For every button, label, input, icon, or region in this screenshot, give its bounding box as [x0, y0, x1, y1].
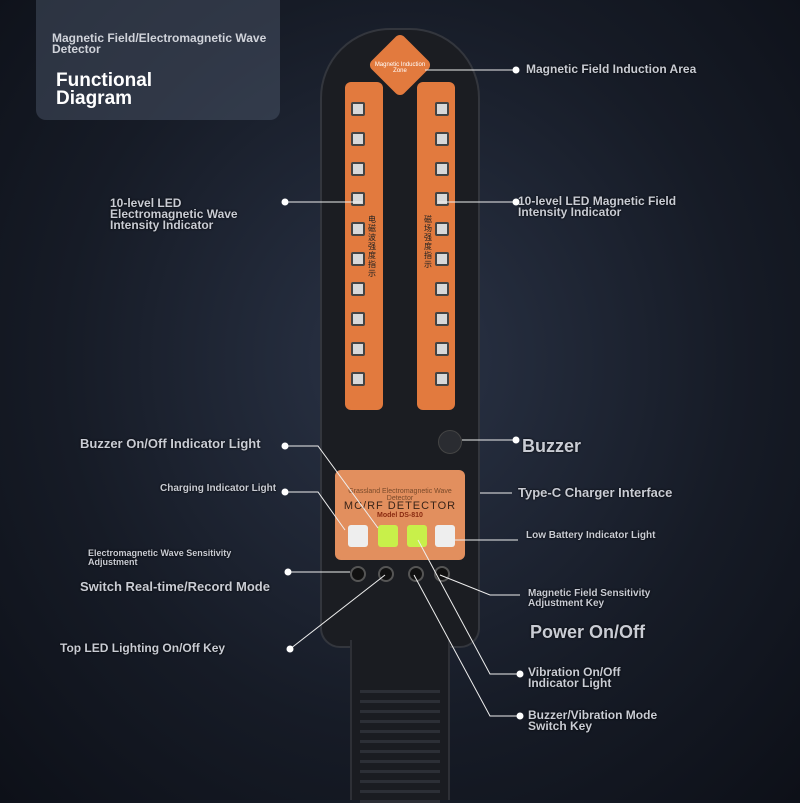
- led-segment: [351, 312, 365, 326]
- led-segment: [435, 282, 449, 296]
- label-magnetic-sensitivity: Magnetic Field Sensitivity Adjustment Ke…: [528, 588, 651, 609]
- grip-rib: [360, 770, 440, 773]
- diagram-title: Functional Diagram: [56, 70, 153, 109]
- grip-rib: [360, 730, 440, 733]
- magnetic-led-strip: [417, 82, 455, 410]
- buzzer-indicator: [378, 525, 398, 547]
- grip-rib: [360, 720, 440, 723]
- grip-rib: [360, 780, 440, 783]
- label-magnetic-area: Magnetic Field Induction Area: [526, 62, 697, 76]
- label-switch-mode: Switch Real-time/Record Mode: [80, 579, 270, 594]
- left-strip-text: 电磁波强度指示: [368, 215, 376, 278]
- label-buzzer-vibration: Buzzer/Vibration Mode Switch Key: [528, 708, 658, 733]
- title-box: Magnetic Field/Electromagnetic Wave Dete…: [36, 0, 280, 120]
- grip-rib: [360, 760, 440, 763]
- em-led-strip: [345, 82, 383, 410]
- grip-rib: [360, 690, 440, 693]
- led-segment: [435, 102, 449, 116]
- em-sensitivity-button[interactable]: [350, 566, 366, 582]
- control-panel: Grassland Electromagnetic Wave Detector …: [335, 470, 465, 560]
- panel-model: Model DS-810: [377, 512, 423, 519]
- buzzer-grille: [438, 430, 462, 454]
- label-buzzer-indicator: Buzzer On/Off Indicator Light: [80, 436, 261, 451]
- label-power: Power On/Off: [530, 622, 646, 642]
- label-typec: Type-C Charger Interface: [518, 485, 673, 500]
- label-top-led: Top LED Lighting On/Off Key: [60, 641, 226, 655]
- detector-handle: [350, 640, 450, 803]
- low-battery-indicator: [435, 525, 455, 547]
- led-segment: [351, 372, 365, 386]
- led-segment: [351, 252, 365, 266]
- charging-indicator: [348, 525, 368, 547]
- label-charging: Charging Indicator Light: [160, 483, 277, 494]
- led-segment: [435, 372, 449, 386]
- grip-rib: [360, 790, 440, 793]
- label-low-battery: Low Battery Indicator Light: [526, 530, 656, 541]
- label-led-magnetic: 10-level LED Magnetic Field Intensity In…: [518, 194, 677, 219]
- panel-subtitle: Grassland Electromagnetic Wave Detector: [348, 488, 452, 502]
- led-segment: [435, 312, 449, 326]
- diamond-text: Magnetic Induction Zone: [374, 62, 426, 74]
- led-segment: [435, 132, 449, 146]
- led-segment: [351, 282, 365, 296]
- top-led-button[interactable]: [378, 566, 394, 582]
- led-segment: [435, 342, 449, 356]
- led-segment: [435, 162, 449, 176]
- vibration-indicator: [407, 525, 427, 547]
- led-segment: [351, 132, 365, 146]
- right-strip-text: 磁场强度指示: [424, 215, 432, 269]
- led-segment: [351, 162, 365, 176]
- label-led-em: 10-level LED Electromagnetic Wave Intens…: [110, 196, 238, 232]
- label-em-sensitivity: Electromagnetic Wave Sensitivity Adjustm…: [88, 548, 232, 567]
- led-segment: [435, 252, 449, 266]
- led-segment: [351, 102, 365, 116]
- led-segment: [435, 222, 449, 236]
- grip-rib: [360, 750, 440, 753]
- label-buzzer: Buzzer: [522, 436, 582, 456]
- label-vibration: Vibration On/Off Indicator Light: [528, 665, 621, 690]
- led-segment: [351, 222, 365, 236]
- led-segment: [351, 342, 365, 356]
- grip-rib: [360, 740, 440, 743]
- grip-rib: [360, 700, 440, 703]
- grip-rib: [360, 710, 440, 713]
- diagram-subtitle: Magnetic Field/Electromagnetic Wave Dete…: [52, 31, 267, 56]
- panel-title: MC/RF DETECTOR: [343, 500, 457, 512]
- buzzer-vibration-button[interactable]: [408, 566, 424, 582]
